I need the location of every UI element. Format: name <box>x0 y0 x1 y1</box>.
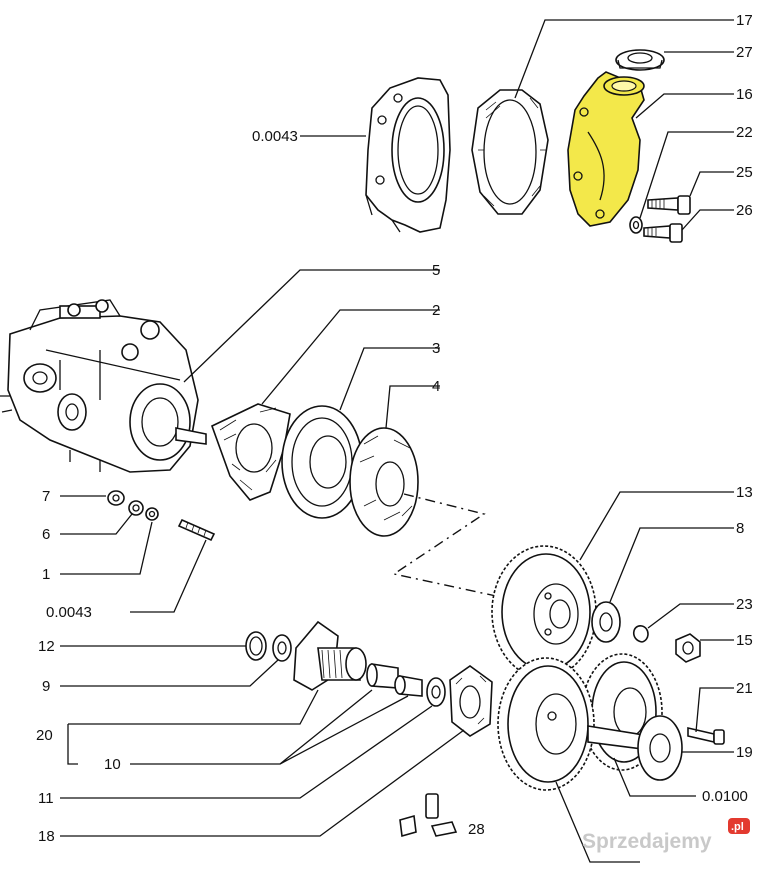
callout-17: 17 <box>736 12 753 29</box>
washer-part <box>145 507 159 521</box>
callout-1: 1 <box>42 566 50 583</box>
washer-part <box>128 500 144 516</box>
callout-25: 25 <box>736 164 753 181</box>
watermark-badge <box>728 818 750 834</box>
callout-2: 2 <box>432 302 440 319</box>
timing-housing-part <box>365 77 451 233</box>
bearing-part <box>293 620 367 691</box>
callout-8: 8 <box>736 520 744 537</box>
bolt-part <box>647 195 691 215</box>
callout-3: 3 <box>432 340 440 357</box>
callout-22: 22 <box>736 124 753 141</box>
callout-19: 19 <box>736 744 753 761</box>
callout-4: 4 <box>432 378 440 395</box>
bushing-part <box>366 663 423 697</box>
circlip-part <box>245 631 267 661</box>
callout-16: 16 <box>736 86 753 103</box>
flange-gasket-part <box>211 403 291 501</box>
callout-5: 5 <box>432 262 440 279</box>
stud-part <box>177 518 216 542</box>
callout-7: 7 <box>42 488 50 505</box>
shaft-part <box>587 715 683 781</box>
callout-0043-mid: 0.0043 <box>46 604 92 621</box>
watermark-text: Sprzedajemy <box>582 830 712 853</box>
callout-0043-top: 0.0043 <box>252 128 298 145</box>
nut-part <box>675 633 701 663</box>
gear-part <box>497 657 595 791</box>
washer-part <box>629 216 643 234</box>
clip-part <box>399 793 458 838</box>
callout-10: 10 <box>104 756 121 773</box>
bolt-part <box>643 223 683 243</box>
washer-part <box>272 634 292 662</box>
callout-12: 12 <box>38 638 55 655</box>
injection-pump-part <box>0 299 207 473</box>
watermark-badge-text: .pl <box>731 821 744 833</box>
plate-part <box>281 405 363 519</box>
callout-27: 27 <box>736 44 753 61</box>
callout-15: 15 <box>736 632 753 649</box>
nut-part <box>615 49 665 71</box>
callout-20: 20 <box>36 727 53 744</box>
callout-0100: 0.0100 <box>702 788 748 805</box>
washer-part <box>591 601 621 643</box>
callout-23: 23 <box>736 596 753 613</box>
bolt-part <box>687 726 725 745</box>
washer-part <box>426 677 446 707</box>
callout-13: 13 <box>736 484 753 501</box>
nut-part <box>107 490 125 506</box>
flange-part <box>449 665 493 737</box>
callout-28: 28 <box>468 821 485 838</box>
callout-21: 21 <box>736 680 753 697</box>
callout-9: 9 <box>42 678 50 695</box>
callout-6: 6 <box>42 526 50 543</box>
callout-26: 26 <box>736 202 753 219</box>
plate-part <box>349 427 419 537</box>
gasket-part <box>471 89 549 215</box>
callout-18: 18 <box>38 828 55 845</box>
highlighted-cover-part <box>567 71 645 227</box>
callout-11: 11 <box>38 790 54 807</box>
watermark: Sprzedajemy .pl <box>582 818 750 853</box>
circlip-part <box>632 625 649 643</box>
